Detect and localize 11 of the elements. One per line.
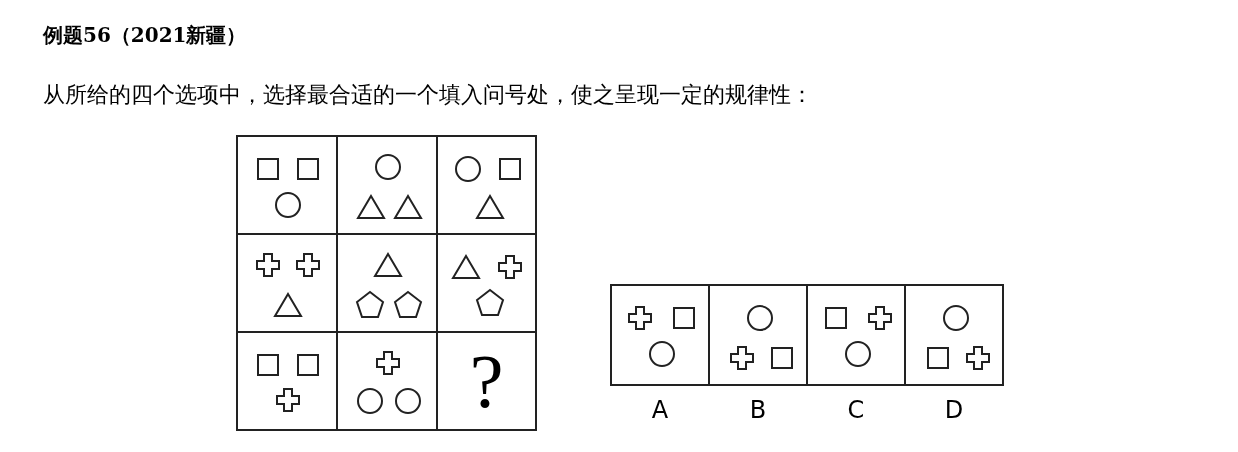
figure-cell xyxy=(236,331,338,431)
option-letter: B xyxy=(748,396,768,424)
option-letter: D xyxy=(943,396,965,424)
figure-cell xyxy=(436,135,537,235)
figure-cell xyxy=(236,135,338,235)
figure-cell xyxy=(436,331,537,431)
option-letter: C xyxy=(846,396,866,424)
option-letter: A xyxy=(650,396,670,424)
question-mark: ? xyxy=(468,339,505,423)
instruction-text: 从所给的四个选项中，选择最合适的一个填入问号处，使之呈现一定的规律性： xyxy=(43,81,813,109)
title: 例题56（2021新疆） xyxy=(43,22,247,49)
